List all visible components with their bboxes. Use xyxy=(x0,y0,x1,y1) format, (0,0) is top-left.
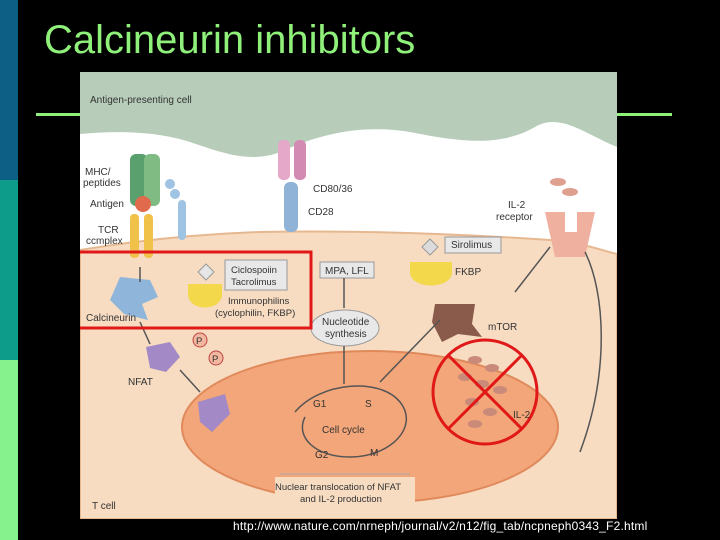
nuclear-translocation-box xyxy=(275,477,415,507)
cell-cycle-loop xyxy=(294,385,407,458)
mhc-peptide-receptor xyxy=(130,154,148,206)
cell-cycle-label: Cell cycle xyxy=(322,425,365,436)
arrow xyxy=(379,319,441,383)
nfat-phosphorylated-icon xyxy=(146,342,180,372)
title-rule-left xyxy=(36,113,82,116)
tcr-label-line1: TCR xyxy=(98,225,119,236)
phosphate-label-2: P xyxy=(212,354,218,365)
cd8036-label: CD80/36 xyxy=(313,184,353,195)
immunophilins-label-line2: (cyclophilin, FKBP) xyxy=(215,308,295,319)
il2r-label-line1: IL-2 xyxy=(508,200,526,211)
apc-label: Antigen-presenting cell xyxy=(90,95,192,106)
source-url[interactable]: http://www.nature.com/nrneph/journal/v2/… xyxy=(233,519,648,533)
pathway-figure: Antigen-presenting cell MHC/ peptides An… xyxy=(80,72,617,519)
m-label: M xyxy=(370,448,378,459)
calcineurin-highlight-box xyxy=(80,250,313,330)
tcell-label: T cell xyxy=(92,501,116,512)
cd3-chain-3 xyxy=(178,200,186,240)
cd3-chain-1 xyxy=(165,179,175,189)
ciclosporin-label: Ciclospoiin xyxy=(231,265,277,276)
il2-label: IL-2 xyxy=(513,410,531,421)
antigen-label: Antigen xyxy=(90,199,124,210)
g1-label: G1 xyxy=(313,399,327,410)
il2-molecule xyxy=(562,188,578,196)
accent-bar-top xyxy=(0,0,18,180)
mhc-label-line1: MHC/ xyxy=(85,167,111,178)
ciclosporin-icon xyxy=(197,263,215,281)
arrow xyxy=(579,251,602,453)
cd3-chain-2 xyxy=(170,189,180,199)
nucleotide-label-line2: synthesis xyxy=(325,329,367,340)
antigen-icon xyxy=(135,196,151,212)
il2-molecule xyxy=(550,178,566,186)
drug-label-box xyxy=(224,259,288,291)
mpa-label: MPA, LFL xyxy=(325,266,369,277)
nucleotide-label-line1: Nucleotide xyxy=(322,317,370,328)
mhc-label-line2: peptides xyxy=(83,178,121,189)
accent-bar-bottom xyxy=(0,360,18,540)
arrow xyxy=(139,321,151,345)
mhc-peptide-receptor-b xyxy=(144,154,160,206)
il2r-label-line2: receptor xyxy=(496,212,533,223)
calcineurin-label: Calcineurin xyxy=(86,313,136,324)
cd28-receptor xyxy=(284,182,298,232)
prohibition-sign-icon xyxy=(431,338,539,446)
nuclear-translocation-label-line1: Nuclear translocation of NFAT xyxy=(275,482,401,493)
sirolimus-icon xyxy=(421,238,439,256)
tcr-complex-b xyxy=(144,214,153,258)
title-rule-right xyxy=(617,113,672,116)
mtor-icon xyxy=(432,304,482,342)
g2-label: G2 xyxy=(315,450,329,461)
phosphate-icon xyxy=(208,350,224,366)
slide-title: Calcineurin inhibitors xyxy=(44,18,416,62)
arrow xyxy=(514,246,551,293)
mtor-label: mTOR xyxy=(488,322,517,333)
nfat-nuclear-icon xyxy=(198,394,230,432)
accent-bar-middle xyxy=(0,180,18,360)
tcr-complex-a xyxy=(130,214,139,258)
s-label: S xyxy=(365,399,372,410)
nucleotide-synthesis-ellipse xyxy=(310,309,380,347)
cd80-36-left xyxy=(278,140,290,180)
cd80-36-right xyxy=(294,140,306,180)
sirolimus-label-box xyxy=(444,236,502,254)
immunophilins-label-line1: Immunophilins xyxy=(228,296,289,307)
mpa-label-box xyxy=(319,261,375,279)
pathway-diagram: Antigen-presenting cell MHC/ peptides An… xyxy=(80,72,617,519)
tcr-label-line2: ccmplex xyxy=(86,236,123,247)
fkbp-label: FKBP xyxy=(455,267,481,278)
immunophilin-icon xyxy=(188,284,222,308)
phosphate-icon xyxy=(192,332,208,348)
il2-receptor-icon xyxy=(545,212,595,257)
cd28-label: CD28 xyxy=(308,207,334,218)
calcineurin-icon xyxy=(110,277,158,320)
sirolimus-label: Sirolimus xyxy=(451,240,492,251)
nuclear-translocation-label-line2: and IL-2 production xyxy=(300,494,382,505)
tacrolimus-label: Tacrolimus xyxy=(231,277,277,288)
antigen-presenting-cell xyxy=(80,72,617,158)
nfat-label: NFAT xyxy=(128,377,153,388)
arrow xyxy=(179,369,201,393)
fkbp-icon xyxy=(410,262,452,286)
phosphate-label-1: P xyxy=(196,336,202,347)
